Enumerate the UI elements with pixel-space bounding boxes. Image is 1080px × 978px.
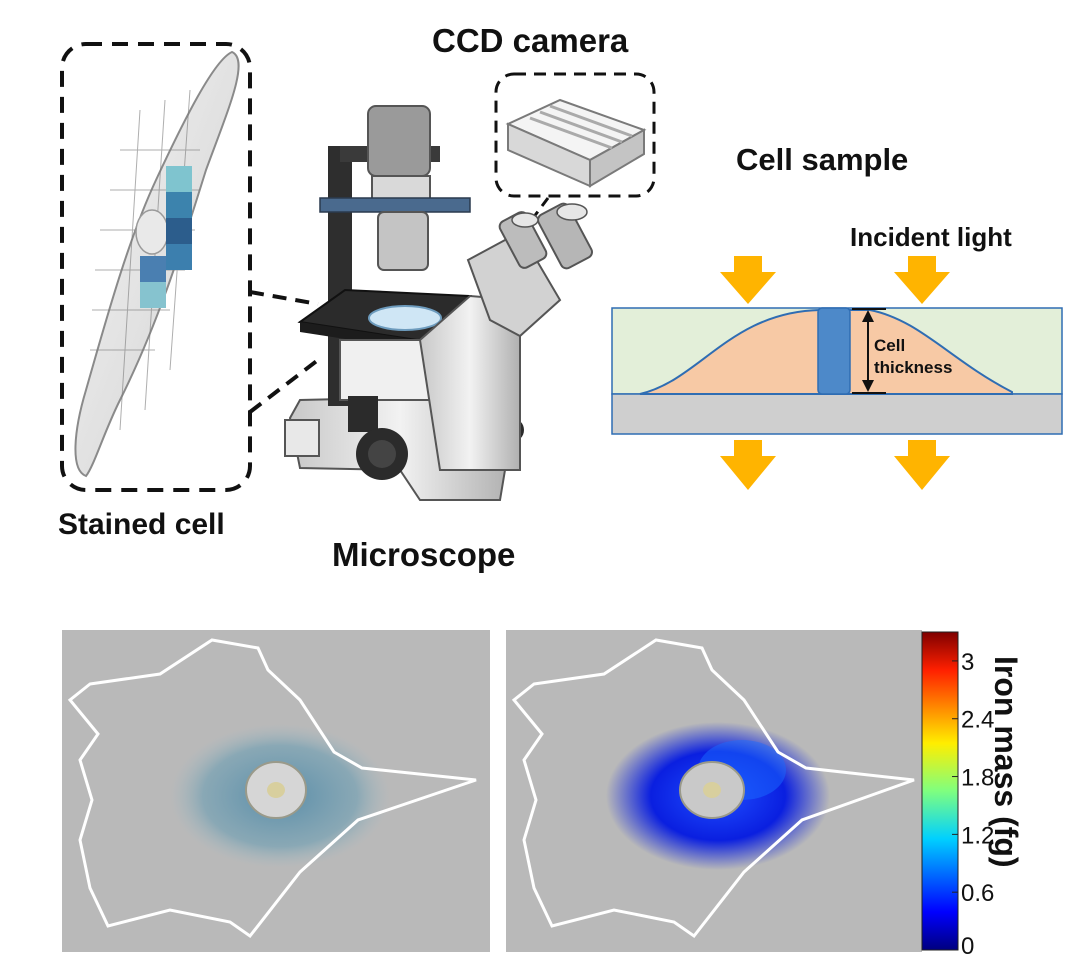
transmitted-light-arrows-bottom bbox=[720, 440, 950, 490]
colorbar-tick-label: 2.4 bbox=[961, 707, 994, 734]
cell-sample-diagram bbox=[611, 256, 1063, 490]
colorbar-tick-label: 0.6 bbox=[961, 880, 994, 907]
colorbar-title: Iron mass (fg) bbox=[988, 656, 1024, 868]
microscope-arm bbox=[418, 294, 521, 471]
measurement-column bbox=[817, 307, 851, 395]
cell-nucleus bbox=[135, 209, 169, 255]
microscope-illustration bbox=[284, 105, 593, 501]
colorbar-tick-label: 3 bbox=[961, 649, 974, 676]
eyepiece-right bbox=[537, 202, 593, 270]
cell-outline-right bbox=[511, 638, 915, 939]
stained-cell-inset bbox=[60, 42, 320, 492]
microscope-label: Microscope bbox=[332, 536, 516, 573]
cell-thickness-label-line2: thickness bbox=[874, 358, 953, 377]
sample-dish bbox=[368, 305, 442, 331]
incident-light-arrows-top bbox=[720, 256, 950, 304]
cell-outline-left bbox=[67, 638, 477, 939]
colorbar: 3 2.4 1.8 1.2 0.6 0 bbox=[921, 631, 994, 960]
substrate bbox=[611, 393, 1063, 435]
microscope-condenser bbox=[367, 105, 431, 177]
colorbar-tick-label: 0 bbox=[961, 933, 974, 960]
ccd-camera-dashed-box bbox=[494, 72, 656, 198]
stained-cell-dashed-box bbox=[60, 42, 252, 492]
eyepiece-left bbox=[498, 211, 548, 269]
iron-stain-blocks bbox=[140, 166, 192, 308]
colorbar-gradient bbox=[921, 631, 959, 951]
stained-cell-label: Stained cell bbox=[58, 508, 225, 541]
cell-thickness-label-line1: Cell bbox=[874, 336, 906, 355]
incident-light-label: Incident light bbox=[850, 222, 1012, 252]
cell-sample-label: Cell sample bbox=[736, 142, 909, 177]
colorbar-tick-label: 1.8 bbox=[961, 765, 994, 792]
ccd-camera-label: CCD camera bbox=[432, 22, 629, 59]
iron-mass-micrograph bbox=[506, 630, 922, 952]
stained-cell-micrograph bbox=[62, 630, 490, 952]
ccd-camera-inset bbox=[494, 72, 656, 223]
colorbar-tick-label: 1.2 bbox=[961, 822, 994, 849]
